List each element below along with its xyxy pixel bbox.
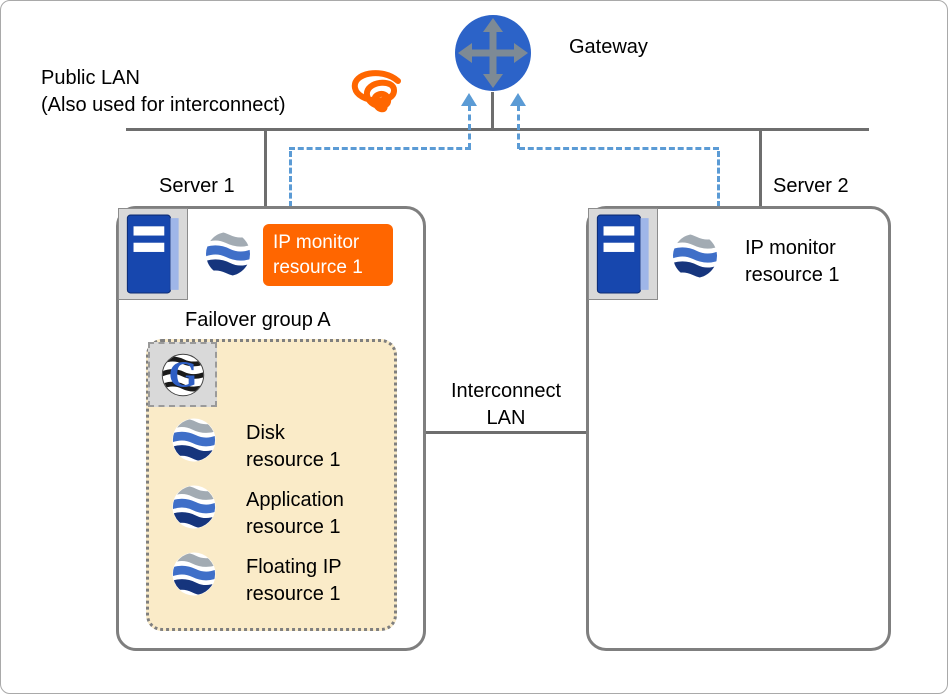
disk-resource-label-line1: Disk	[246, 422, 285, 444]
application-resource-label-line1: Application	[246, 489, 344, 511]
public-lan-label-line1: Public LAN	[41, 67, 140, 89]
public-lan-label-line2: (Also used for interconnect)	[41, 94, 286, 116]
interconnect-label: Interconnect LAN	[431, 378, 581, 432]
dashed-segment-vertical	[289, 151, 292, 207]
ip-monitor-server2-line1: IP monitor	[745, 237, 836, 259]
ip-monitor-resource-icon	[204, 230, 252, 278]
gateway-connector-line	[491, 92, 494, 128]
public-lan-line	[126, 128, 869, 131]
ip-monitor-label-line2: resource 1	[273, 257, 363, 278]
dashed-segment-horizontal	[519, 147, 719, 150]
application-resource-icon	[171, 484, 217, 530]
dashed-segment-arrow-stem	[468, 105, 471, 149]
dashed-segment-horizontal	[289, 147, 471, 150]
server2-label: Server 2	[773, 175, 849, 197]
interconnect-label-line2: LAN	[486, 407, 526, 429]
arrowhead-up-icon	[461, 93, 477, 106]
dashed-segment-vertical	[717, 151, 720, 207]
ip-monitor-server2-line2: resource 1	[745, 264, 840, 286]
server2-connector-line	[759, 131, 762, 207]
group-app-g-icon: G	[148, 342, 217, 407]
floating-ip-resource-icon	[171, 551, 217, 597]
application-resource-label-line2: resource 1	[246, 516, 341, 538]
interconnect-label-line1: Interconnect	[450, 380, 562, 402]
ip-monitor-resource-icon-server2	[671, 232, 719, 280]
ip-monitor-badge-server1: IP monitor resource 1	[263, 224, 393, 286]
server1-tower-icon	[118, 208, 188, 300]
server1-label: Server 1	[159, 175, 235, 197]
failover-group-label: Failover group A	[185, 309, 331, 331]
floating-ip-resource-label-line2: resource 1	[246, 583, 341, 605]
disk-resource-icon	[171, 417, 217, 463]
server2-tower-icon	[588, 208, 658, 300]
disk-resource-label-line2: resource 1	[246, 449, 341, 471]
gateway-label: Gateway	[569, 36, 648, 58]
dashed-segment-arrow-stem	[517, 105, 520, 149]
group-g-letter: G	[169, 355, 197, 394]
server1-connector-line	[264, 131, 267, 207]
public-lan-label: Public LAN (Also used for interconnect)	[41, 65, 286, 119]
ip-monitor-label-server2: IP monitor resource 1	[745, 235, 840, 289]
arrowhead-up-icon	[510, 93, 526, 106]
floating-ip-resource-label-line1: Floating IP	[246, 556, 342, 578]
interconnect-line	[426, 431, 586, 434]
failure-scribble-icon	[339, 69, 411, 147]
ip-monitor-label-line1: IP monitor	[273, 232, 360, 253]
gateway-icon	[453, 13, 533, 93]
